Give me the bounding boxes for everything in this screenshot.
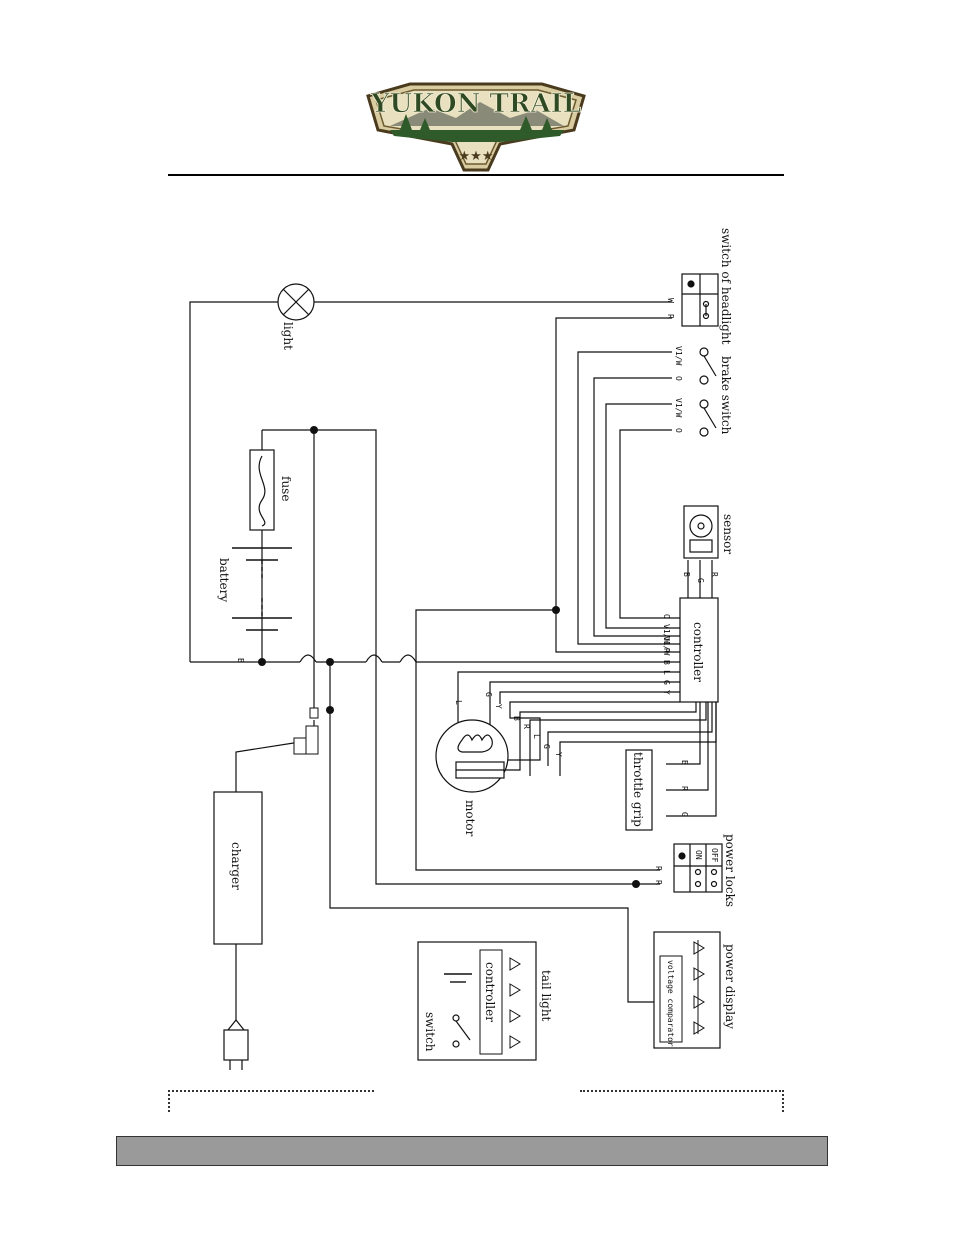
headlight-code-w: W <box>666 298 675 303</box>
tail-switch-label: switch <box>423 1012 437 1052</box>
power-locks-label: power locks <box>723 834 737 907</box>
sensor-code-r: R <box>710 572 719 577</box>
throttle-code-r: R <box>680 786 689 791</box>
fuse-icon <box>250 450 274 530</box>
throttle-code-g: G <box>680 812 689 817</box>
battery-label: battery <box>217 558 231 602</box>
tail-controller-label: controller <box>483 962 497 1022</box>
ctrl-code-o: O <box>662 614 671 619</box>
motor-code-l: L <box>454 700 463 705</box>
ctrl-code-g: G <box>662 680 671 685</box>
brake-switch-label: brake switch <box>719 356 733 435</box>
hall-code-y: Y <box>554 752 563 757</box>
power-display-label: power display <box>723 944 737 1029</box>
charger-label: charger <box>229 842 243 890</box>
footer-bar <box>116 1136 828 1166</box>
voltage-comparator-label: voltage comparator <box>666 960 675 1047</box>
hall-code-r: R <box>522 724 531 729</box>
ctrl-code-r: R <box>662 648 671 653</box>
hall-code-g: G <box>542 744 551 749</box>
controller-label: controller <box>691 622 705 682</box>
sensor-code-b: B <box>682 572 691 577</box>
hall-code-b: B <box>512 716 521 721</box>
motor-label: motor <box>463 800 477 837</box>
light-bulb-icon <box>278 284 314 320</box>
ctrl-code-y: Y <box>662 690 671 695</box>
footer-bracket-left <box>168 1090 374 1112</box>
motor-code-g: G <box>484 692 493 697</box>
brake2-code-b: O <box>674 428 683 433</box>
brake1-code-a: V1/W <box>674 346 683 365</box>
headlight-switch-label: switch of headlight <box>719 228 733 345</box>
brake1-code-b: O <box>674 376 683 381</box>
throttle-code-b: B <box>680 760 689 765</box>
motor-icon <box>436 720 508 792</box>
charge-port-icon <box>294 726 318 754</box>
ctrl-code-l: L <box>662 670 671 675</box>
motor-code-y: Y <box>494 704 503 709</box>
hall-code-l: L <box>532 734 541 739</box>
plug-icon <box>224 1020 248 1070</box>
throttle-label: throttle grip <box>631 752 645 827</box>
brake2-code-a: V1/W <box>674 398 683 417</box>
ctrl-code-b: B <box>662 660 671 665</box>
locks-grid-on: ON <box>694 850 703 860</box>
footer-bracket-right <box>580 1090 784 1112</box>
headlight-switch-icon <box>682 274 718 326</box>
locks-grid-off: OFF <box>710 848 719 863</box>
battery-neg-code: B <box>236 658 245 663</box>
tail-light-label: tail light <box>539 970 553 1022</box>
locks-code-2: R <box>654 880 663 885</box>
sensor-label: sensor <box>721 514 735 554</box>
fuse-label: fuse <box>279 476 293 501</box>
headlight-code-r: R <box>666 314 675 319</box>
sensor-icon <box>684 506 718 558</box>
locks-code-1: R <box>654 866 663 871</box>
light-label: light <box>281 322 295 350</box>
sensor-code-g: G <box>696 578 705 583</box>
brake-switch-icon <box>700 348 716 436</box>
